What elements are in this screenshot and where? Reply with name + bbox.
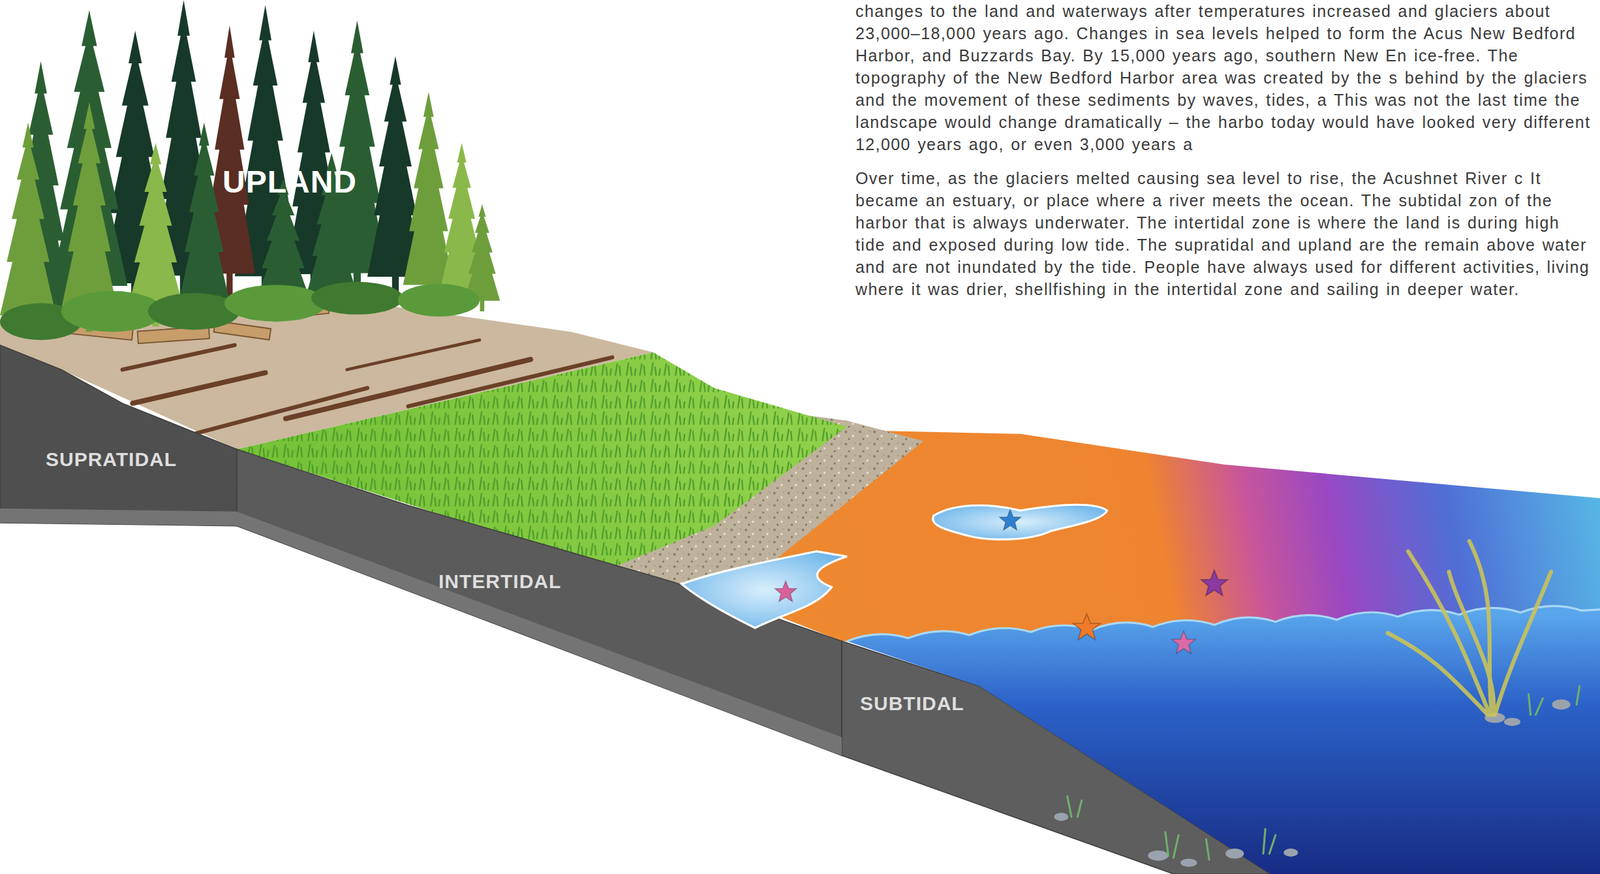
tide-pool <box>681 551 847 628</box>
shrub <box>398 283 480 317</box>
sea-stars <box>775 508 1229 654</box>
sea-star <box>775 580 797 602</box>
rock <box>1552 699 1571 710</box>
rock <box>1283 848 1298 857</box>
description-paragraph: Over time, as the glaciers melted causin… <box>855 167 1596 301</box>
sea-star <box>1073 613 1101 640</box>
sea-star <box>999 508 1022 530</box>
streak <box>132 372 265 404</box>
zone-label: UPLAND <box>222 163 357 201</box>
zone-label: SUPRATIDAL <box>45 447 177 472</box>
rock <box>1504 717 1521 727</box>
streak <box>347 339 480 370</box>
rock <box>1180 858 1197 868</box>
sea-star <box>1200 569 1229 596</box>
seagrass <box>1067 685 1580 860</box>
streak <box>193 387 368 434</box>
streak <box>408 356 613 406</box>
kelp-frond <box>1387 632 1488 715</box>
rock <box>1147 850 1169 861</box>
supratidal-face <box>0 345 237 526</box>
streak <box>285 359 531 419</box>
sea-star <box>1171 630 1196 654</box>
rock <box>1053 812 1069 821</box>
description-paragraph: changes to the land and waterways after … <box>855 0 1596 156</box>
kelp <box>1387 540 1552 715</box>
shrub <box>311 281 404 315</box>
tide-pool <box>933 504 1108 539</box>
kelp-frond <box>1449 571 1495 715</box>
tide-pools <box>681 504 1108 628</box>
water-body <box>846 605 1600 874</box>
shrubs <box>0 281 480 340</box>
rock <box>1225 848 1244 859</box>
upland-forest <box>0 0 500 340</box>
subtidal-water <box>846 540 1600 874</box>
face-lower-band <box>0 508 842 756</box>
tree <box>178 122 230 322</box>
shrub <box>224 284 327 322</box>
kelp-frond <box>1494 571 1552 715</box>
zone-label: INTERTIDAL <box>438 569 562 594</box>
wrack-streaks <box>122 339 613 434</box>
cross-section-faces <box>0 345 1271 874</box>
streak <box>122 345 235 370</box>
shrub <box>148 292 241 330</box>
seagrass-blade <box>1067 685 1580 860</box>
zone-label: SUBTIDAL <box>860 691 965 716</box>
seafloor-rocks <box>1053 699 1570 868</box>
